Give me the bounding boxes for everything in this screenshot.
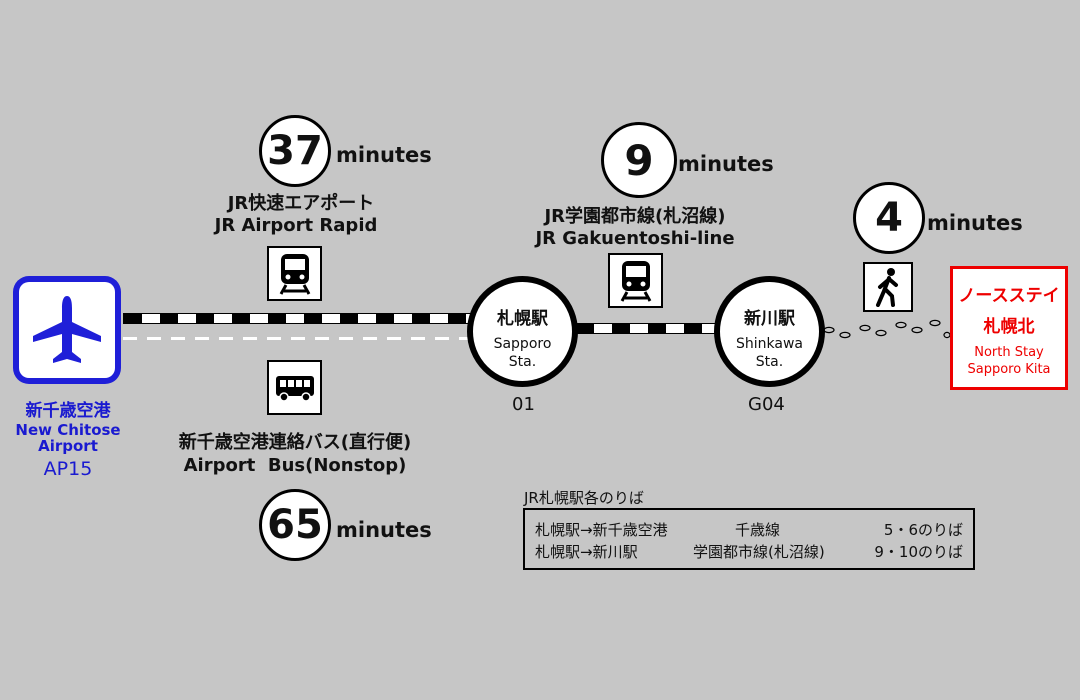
bus-icon-box <box>267 360 322 415</box>
time-circle-gakuentoshi: 9 <box>601 122 677 198</box>
table-cell-platform: 5・6のりば <box>883 521 963 539</box>
destination-box: ノースステイ 札幌北 North Stay Sapporo Kita <box>950 266 1068 390</box>
platform-table-title: JR札幌駅各のりば <box>524 489 644 507</box>
route-label-jp-gakuentoshi: JR学園都市線(札沼線) <box>544 206 726 227</box>
destination-name-en-2: Sapporo Kita <box>967 362 1051 377</box>
table-cell-route: 札幌駅→新川駅 <box>535 543 638 561</box>
minutes-label-bus: minutes <box>336 518 432 542</box>
table-row: 札幌駅→新千歳空港 千歳線 5・6のりば <box>535 519 963 539</box>
rail-airport-sapporo <box>123 313 475 324</box>
station-sapporo-name-jp: 札幌駅 <box>497 309 548 329</box>
train-icon <box>620 260 651 302</box>
train-icon-box-airport <box>267 246 322 301</box>
rail-sapporo-shinkawa <box>575 323 722 334</box>
time-circle-bus: 65 <box>259 489 331 561</box>
station-shinkawa: 新川駅 Shinkawa Sta. <box>714 276 825 387</box>
time-circle-train-airport: 37 <box>259 115 331 187</box>
station-sapporo: 札幌駅 Sapporo Sta. <box>467 276 578 387</box>
footprints-icon <box>823 319 951 339</box>
time-circle-walk: 4 <box>853 182 925 254</box>
destination-name-en-1: North Stay <box>974 345 1044 360</box>
destination-name-jp-1: ノースステイ <box>958 286 1060 306</box>
minutes-label-walk: minutes <box>927 211 1023 235</box>
table-cell-platform: 9・10のりば <box>874 543 963 561</box>
station-sapporo-name-en-1: Sapporo <box>493 336 552 352</box>
airport-icon-box <box>13 276 121 384</box>
walk-icon-box <box>863 262 913 312</box>
route-label-en-airport-bus: Airport Bus(Nonstop) <box>183 455 407 476</box>
route-label-en-airport-rapid: JR Airport Rapid <box>214 215 378 236</box>
table-cell-line: 千歳線 <box>735 521 781 539</box>
station-shinkawa-name-en-1: Shinkawa <box>736 336 803 352</box>
airport-code: AP15 <box>43 458 93 480</box>
station-sapporo-name-en-2: Sta. <box>508 354 537 370</box>
bus-route-line <box>123 337 473 340</box>
table-row: 札幌駅→新川駅 学園都市線(札沼線) 9・10のりば <box>535 541 963 561</box>
station-shinkawa-code: G04 <box>748 394 785 415</box>
train-icon-box-gakuentoshi <box>608 253 663 308</box>
route-label-en-gakuentoshi: JR Gakuentoshi-line <box>535 228 735 249</box>
route-label-jp-airport-rapid: JR快速エアポート <box>227 193 375 214</box>
station-shinkawa-name-jp: 新川駅 <box>744 309 795 329</box>
train-icon <box>279 253 310 295</box>
airport-name-jp: 新千歳空港 <box>25 401 111 421</box>
table-cell-route: 札幌駅→新千歳空港 <box>535 521 668 539</box>
route-label-jp-airport-bus: 新千歳空港連絡バス(直行便) <box>178 432 412 453</box>
destination-name-jp-2: 札幌北 <box>983 317 1035 337</box>
minutes-label-train-airport: minutes <box>336 143 432 167</box>
table-cell-line: 学園都市線(札沼線) <box>693 543 825 561</box>
station-sapporo-code: 01 <box>512 394 535 415</box>
bus-icon <box>275 375 314 402</box>
airport-name-en-1: New Chitose <box>15 421 121 439</box>
airplane-icon <box>33 296 101 363</box>
airport-name-en-2: Airport <box>38 437 98 455</box>
station-shinkawa-name-en-2: Sta. <box>755 354 784 370</box>
minutes-label-gakuentoshi: minutes <box>678 152 774 176</box>
walking-person-icon <box>876 268 898 307</box>
platform-table: 札幌駅→新千歳空港 千歳線 5・6のりば 札幌駅→新川駅 学園都市線(札沼線) … <box>523 508 975 570</box>
